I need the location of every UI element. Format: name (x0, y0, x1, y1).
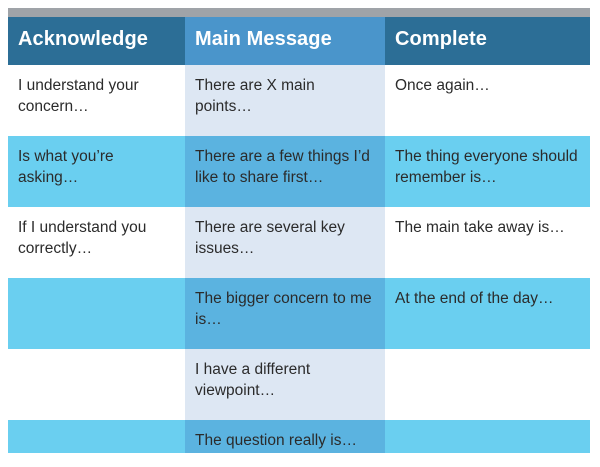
cell-text: Once again… (395, 77, 490, 94)
cell-main-message: There are several key issues… (185, 207, 385, 278)
column-header-main-message-label: Main Message (195, 28, 332, 50)
cell-complete: The thing everyone should remember is… (385, 136, 590, 207)
cell-acknowledge (8, 349, 176, 420)
table-row: I understand your concern… There are X m… (8, 65, 590, 136)
column-header-acknowledge-label: Acknowledge (18, 28, 149, 50)
cell-text: I understand your concern… (18, 77, 139, 116)
row-gap (176, 349, 185, 420)
cell-complete: Once again… (385, 65, 590, 136)
cell-text: The question really is… (195, 432, 357, 449)
cell-text: The thing everyone should remember is… (395, 148, 578, 187)
cell-acknowledge: I understand your concern… (8, 65, 176, 136)
cell-main-message: The question really is… (185, 420, 385, 453)
table-row: Is what you’re asking… There are a few t… (8, 136, 590, 207)
row-gap (176, 136, 185, 207)
row-gap (176, 420, 185, 453)
row-gap (176, 207, 185, 278)
cell-acknowledge (8, 420, 176, 453)
column-header-complete-label: Complete (395, 28, 487, 50)
cell-text: The bigger concern to me is… (195, 290, 372, 329)
column-header-main-message: Main Message (185, 17, 385, 65)
table-row: The question really is… (8, 420, 590, 453)
cell-text: At the end of the day… (395, 290, 554, 307)
cell-main-message: The bigger concern to me is… (185, 278, 385, 349)
row-gap (176, 278, 185, 349)
cell-acknowledge: Is what you’re asking… (8, 136, 176, 207)
cell-text: There are a few things I’d like to share… (195, 148, 370, 187)
table-row: If I understand you correctly… There are… (8, 207, 590, 278)
cell-complete (385, 349, 590, 420)
table-row: I have a different viewpoint… (8, 349, 590, 420)
table-header-row: Acknowledge Main Message Complete (8, 17, 590, 65)
cell-complete: The main take away is… (385, 207, 590, 278)
column-header-acknowledge: Acknowledge (8, 17, 176, 65)
cell-acknowledge: If I understand you correctly… (8, 207, 176, 278)
cell-text: There are X main points… (195, 77, 315, 116)
header-gap-1 (176, 17, 185, 65)
cell-acknowledge (8, 278, 176, 349)
cell-main-message: There are X main points… (185, 65, 385, 136)
cell-text: There are several key issues… (195, 219, 345, 258)
cell-text: I have a different viewpoint… (195, 361, 311, 400)
cell-text: The main take away is… (395, 219, 565, 236)
cell-main-message: There are a few things I’d like to share… (185, 136, 385, 207)
cell-text: Is what you’re asking… (18, 148, 114, 187)
top-gray-strip (8, 8, 590, 17)
conversation-phrases-table: Acknowledge Main Message Complete I unde… (8, 17, 590, 455)
cell-complete: At the end of the day… (385, 278, 590, 349)
row-gap (176, 65, 185, 136)
cell-complete (385, 420, 590, 453)
cell-main-message: I have a different viewpoint… (185, 349, 385, 420)
cell-text: If I understand you correctly… (18, 219, 147, 258)
table-row: The bigger concern to me is… At the end … (8, 278, 590, 349)
column-header-complete: Complete (385, 17, 590, 65)
